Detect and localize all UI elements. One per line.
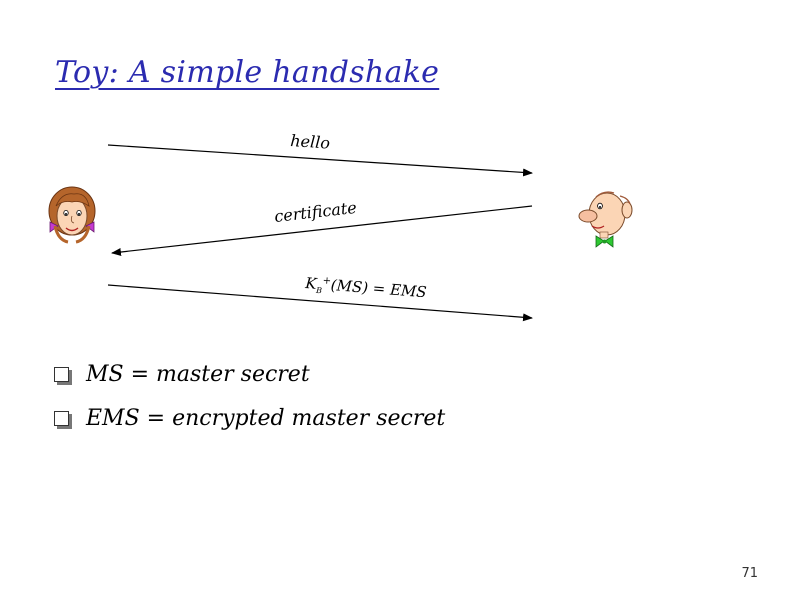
slide-title: Toy: A simple handshake bbox=[55, 55, 440, 90]
checkbox-bullet-icon bbox=[54, 411, 69, 426]
hello-arrow bbox=[107, 144, 533, 177]
bullet-list: MS = master secret EMS = encrypted maste… bbox=[52, 358, 445, 446]
alice-avatar-icon bbox=[48, 186, 96, 244]
bullet-item: MS = master secret bbox=[52, 358, 445, 402]
bullet-text: MS = master secret bbox=[86, 362, 310, 387]
ems-label-rest: (MS) = EMS bbox=[330, 276, 427, 301]
ems-label-key: K bbox=[304, 274, 318, 293]
svg-text:KB+(MS) = EMS: KB+(MS) = EMS bbox=[304, 274, 428, 303]
bullet-item: EMS = encrypted master secret bbox=[52, 402, 445, 446]
page-number: 71 bbox=[741, 566, 758, 581]
hello-label: hello bbox=[290, 131, 331, 153]
certificate-arrow bbox=[111, 205, 533, 256]
ems-label-sup: + bbox=[322, 275, 331, 287]
checkbox-bullet-icon bbox=[54, 367, 69, 382]
bob-avatar-icon bbox=[578, 191, 633, 248]
ems-arrow bbox=[107, 284, 533, 322]
ems-label: KB+(MS) = EMS bbox=[304, 274, 428, 303]
bullet-text: EMS = encrypted master secret bbox=[86, 406, 446, 431]
ems-label-sub: B bbox=[315, 286, 323, 296]
certificate-label: certificate bbox=[273, 198, 357, 226]
